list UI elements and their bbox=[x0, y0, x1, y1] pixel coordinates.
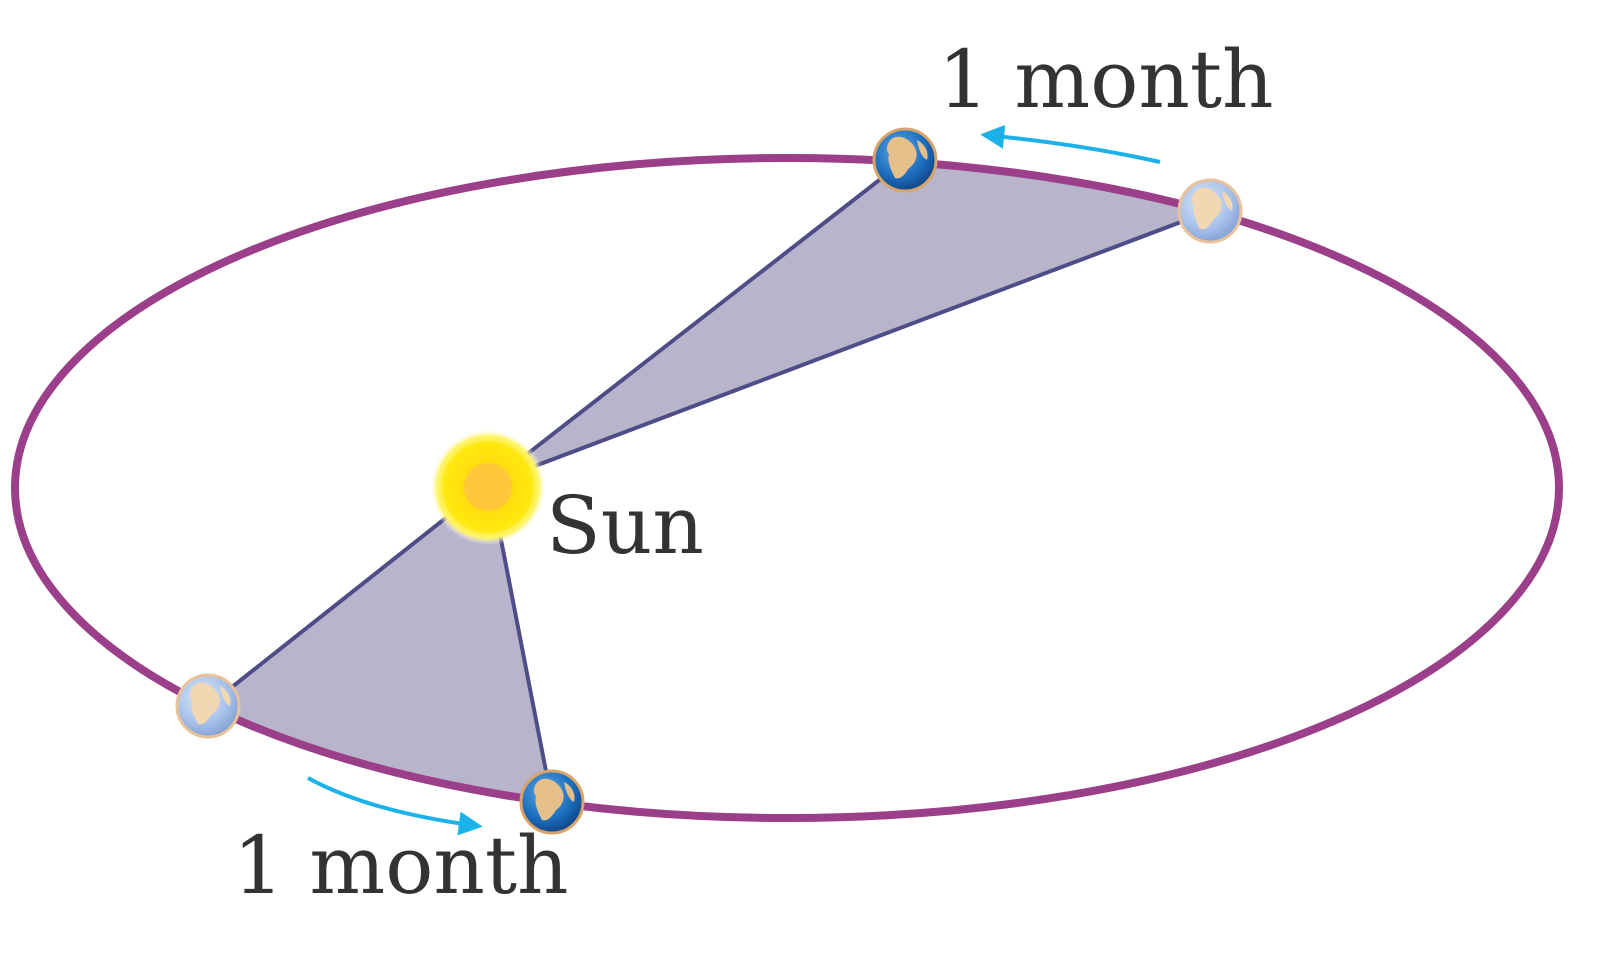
earth-icon bbox=[1177, 178, 1243, 244]
sun-icon bbox=[430, 429, 546, 545]
earth-icon bbox=[872, 127, 938, 193]
orbit-ellipse bbox=[11, 154, 1563, 822]
month-label-top: 1 month bbox=[938, 33, 1274, 126]
swept-area-top bbox=[488, 158, 1211, 485]
arrow-icon bbox=[307, 776, 483, 836]
earth-icon bbox=[519, 769, 585, 835]
month-label-bottom: 1 month bbox=[233, 819, 569, 912]
sun-label: Sun bbox=[546, 479, 704, 572]
arrow-icon bbox=[980, 124, 1161, 164]
earth-icon bbox=[175, 673, 241, 739]
